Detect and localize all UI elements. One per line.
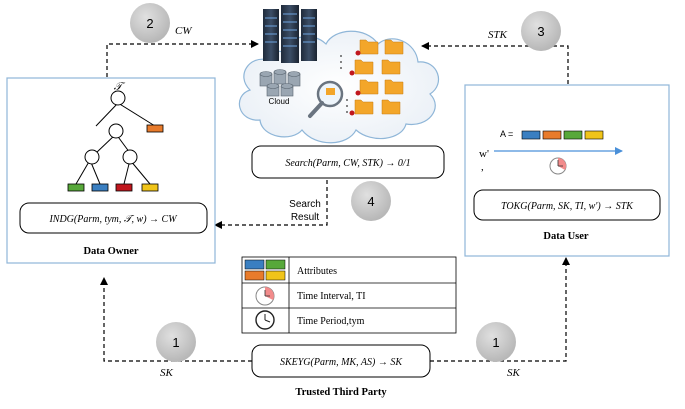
attribute-set-label: A = bbox=[500, 129, 513, 139]
data-user-title: Data User bbox=[543, 231, 589, 242]
label-sk-left: SK bbox=[160, 367, 174, 379]
ellipsis-dots bbox=[340, 55, 348, 113]
connections bbox=[100, 40, 570, 362]
label-search-result-2: Result bbox=[291, 212, 320, 223]
arrow-ttp-to-owner bbox=[100, 277, 252, 362]
ttp-title: Trusted Third Party bbox=[295, 387, 387, 398]
tree-leaf-yellow bbox=[141, 183, 159, 192]
step-1-left-badge: 1 bbox=[156, 322, 196, 362]
legend: Attributes Time Interval, TI Time Period… bbox=[241, 256, 457, 334]
label-stk: STK bbox=[488, 29, 508, 41]
indg-function: INDG(Parm, tym, 𝒯, w) → CW bbox=[48, 214, 178, 225]
tokg-function: TOKG(Parm, SK, TI, w') → STK bbox=[501, 201, 634, 212]
tree-node-left bbox=[108, 123, 124, 139]
attributes-legend-icon bbox=[244, 259, 286, 281]
data-owner-title: Data Owner bbox=[83, 246, 138, 257]
step-1-right-badge: 1 bbox=[476, 322, 516, 362]
step-2-number: 2 bbox=[146, 16, 153, 31]
tree-node-root bbox=[110, 90, 126, 106]
step-1-right-number: 1 bbox=[492, 335, 499, 350]
user-attr-blue bbox=[521, 130, 541, 140]
database-icon bbox=[259, 69, 301, 97]
cloud-label: Cloud bbox=[269, 97, 290, 106]
tree-node-ll bbox=[84, 149, 100, 165]
time-period-clock-icon bbox=[255, 310, 275, 330]
tree-leaf-orange bbox=[146, 124, 164, 133]
label-sk-right: SK bbox=[507, 367, 521, 379]
legend-time-period: Time Period,tym bbox=[297, 316, 365, 327]
keyword-comma: , bbox=[481, 161, 484, 173]
tree-leaf-blue bbox=[91, 183, 109, 192]
arrow-user-to-cloud bbox=[421, 42, 569, 84]
tree-leaf-green bbox=[67, 183, 85, 192]
tree-leaf-red bbox=[115, 183, 133, 192]
data-user-panel: A = w' , TOKG(Parm, SK, TI, w') → STK Da… bbox=[464, 84, 670, 257]
arrow-ttp-to-user bbox=[430, 257, 570, 362]
folder-icons bbox=[354, 39, 404, 115]
label-search-result-1: Search bbox=[289, 199, 321, 210]
user-attr-yellow bbox=[584, 130, 604, 140]
skeyg-function: SKEYG(Parm, MK, AS) → SK bbox=[280, 357, 403, 368]
step-3-badge: 3 bbox=[521, 11, 561, 51]
magnifier-icon bbox=[308, 80, 344, 118]
user-attr-green bbox=[563, 130, 583, 140]
arrow-result-to-owner bbox=[214, 180, 328, 229]
lock-icons bbox=[349, 50, 361, 116]
step-1-left-number: 1 bbox=[172, 335, 179, 350]
arrow-owner-to-cloud bbox=[106, 40, 259, 77]
keyword-label: w' bbox=[479, 148, 489, 160]
search-function-box: Search(Parm, CW, STK) → 0/1 bbox=[251, 145, 445, 179]
user-attr-orange bbox=[542, 130, 562, 140]
step-4-number: 4 bbox=[367, 194, 374, 209]
step-4-badge: 4 bbox=[351, 181, 391, 221]
ttp-panel: SKEYG(Parm, MK, AS) → SK Trusted Third P… bbox=[251, 344, 431, 398]
search-function: Search(Parm, CW, STK) → 0/1 bbox=[285, 158, 410, 169]
time-interval-clock-icon bbox=[549, 157, 567, 175]
step-2-badge: 2 bbox=[130, 3, 170, 43]
label-cw: CW bbox=[175, 25, 192, 37]
time-interval-legend-icon bbox=[255, 286, 275, 306]
step-3-number: 3 bbox=[537, 24, 544, 39]
server-icon bbox=[263, 5, 317, 63]
legend-time-interval: Time Interval, TI bbox=[297, 291, 366, 302]
tree-node-lr bbox=[122, 149, 138, 165]
data-owner-panel: 𝒯 INDG(Parm, tym, 𝒯, w) → CW Data Owner bbox=[6, 77, 216, 264]
legend-attributes: Attributes bbox=[297, 266, 337, 277]
